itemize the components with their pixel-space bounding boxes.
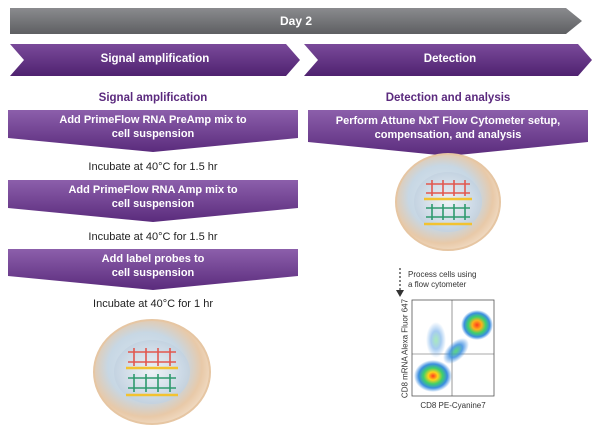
plot-ylabel: CD8 mRNA Alexa Fluor 647 — [400, 298, 410, 399]
detection-step-line2: compensation, and analysis — [374, 129, 522, 141]
step-1-line2: cell suspension — [111, 128, 195, 140]
cell-illustration-left — [93, 319, 211, 425]
left-heading: Signal amplification — [98, 92, 208, 104]
step-1-incubation: Incubate at 40°C for 1.5 hr — [88, 161, 218, 173]
step-3-line1: Add label probes to — [101, 253, 205, 265]
plot-xlabel: CD8 PE-Cyanine7 — [420, 401, 486, 410]
step-arrow-3 — [8, 249, 298, 290]
day-label: Day 2 — [279, 14, 313, 28]
cell-illustration-right — [395, 153, 501, 251]
detection-step-label: Perform Attune NxT Flow Cytometer setup,… — [312, 114, 584, 142]
step-arrow-2 — [8, 180, 298, 222]
process-line2: a flow cytometer — [408, 280, 467, 289]
phase-chevron-detection — [304, 44, 592, 76]
step-3-line2: cell suspension — [111, 267, 195, 279]
step-1-line1: Add PrimeFlow RNA PreAmp mix to — [59, 114, 247, 126]
process-arrow — [396, 268, 404, 297]
process-line1: Process cells using — [408, 270, 477, 279]
step-3-incubation: Incubate at 40°C for 1 hr — [93, 298, 213, 310]
day-bar — [10, 8, 582, 34]
step-arrow-detection — [308, 110, 588, 156]
phase-chevron-signal — [10, 44, 300, 76]
right-heading: Detection and analysis — [385, 92, 511, 104]
flow-plot — [411, 299, 495, 397]
process-text: Process cells using a flow cytometer — [408, 270, 508, 290]
step-2-line2: cell suspension — [111, 198, 195, 210]
step-2-line1: Add PrimeFlow RNA Amp mix to — [68, 184, 238, 196]
detection-step-line1: Perform Attune NxT Flow Cytometer setup, — [335, 115, 561, 127]
step-2-label: Add PrimeFlow RNA Amp mix to cell suspen… — [14, 183, 292, 211]
phase-signal-amplification: Signal amplification — [100, 53, 210, 65]
phase-detection: Detection — [423, 53, 477, 65]
step-3-label: Add label probes to cell suspension — [14, 252, 292, 280]
step-2-incubation: Incubate at 40°C for 1.5 hr — [88, 231, 218, 243]
step-1-label: Add PrimeFlow RNA PreAmp mix to cell sus… — [14, 113, 292, 141]
step-arrow-1 — [8, 110, 298, 152]
